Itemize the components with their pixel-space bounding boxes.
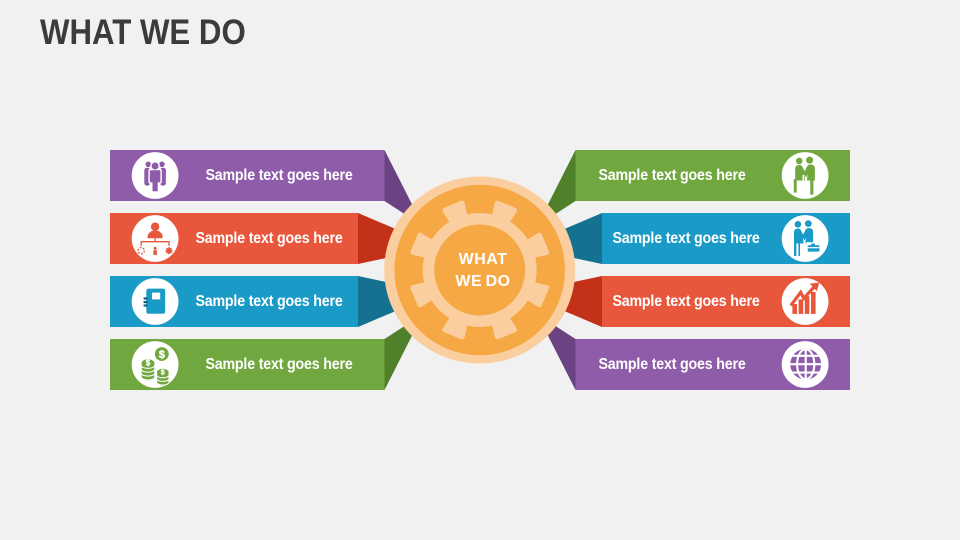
svg-text:$: $ (146, 359, 151, 368)
svg-text:$: $ (159, 349, 165, 361)
svg-text:$: $ (161, 368, 165, 377)
